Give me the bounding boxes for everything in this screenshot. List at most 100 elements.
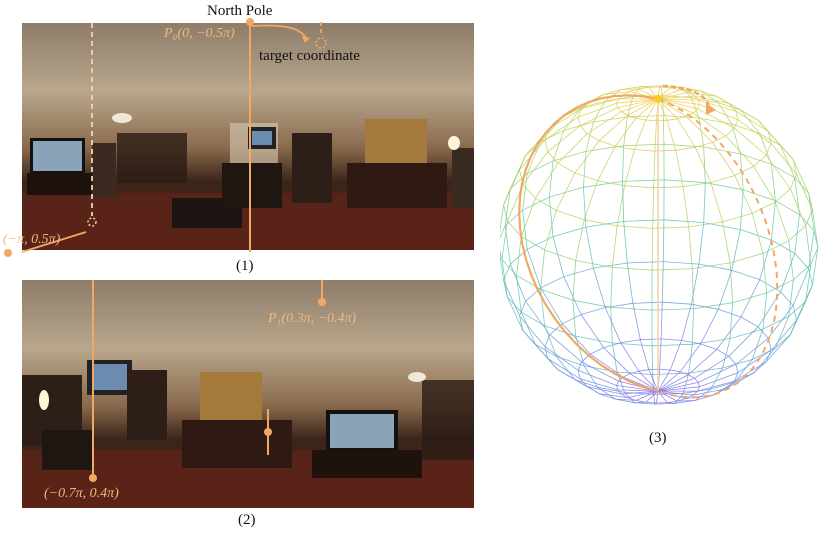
sphere-longitude-segment [632,303,641,340]
sphere-latitude-segment [697,104,700,110]
sphere-longitude-segment [585,227,594,269]
sphere-longitude-segment [765,155,791,189]
sphere-latitude-segment [762,316,789,330]
sphere-latitude-segment [617,225,653,229]
sphere-longitude-segment [790,301,806,335]
sphere-longitude-segment [657,98,698,110]
sphere-latitude-segment [735,364,739,373]
sphere-longitude-segment [729,262,733,303]
sphere-longitude-segment [645,98,659,121]
sphere-latitude-segment [621,393,628,398]
sphere-latitude-segment [521,236,545,251]
sphere-longitude-segment [525,301,551,335]
sphere-latitude-segment [544,325,576,337]
sphere-latitude-segment [654,402,676,405]
sphere-longitude-segment [753,347,776,374]
sphere-longitude-segment [675,150,684,187]
sphere-longitude-segment [688,344,693,374]
sphere-latitude-segment [792,305,797,321]
sphere-longitude-segment [805,225,812,265]
sphere-longitude-segment [691,97,700,119]
sphere-latitude-segment [740,153,772,165]
sphere-latitude-segment [716,349,729,357]
caption-3: (3) [649,430,667,446]
sphere-longitude-segment [572,300,577,337]
sphere-longitude-segment [717,270,733,310]
sphere-latitude-segment [584,219,618,227]
sphere-longitude-segment [653,151,656,188]
sphere-longitude-segment [808,230,815,269]
sphere-longitude-segment [522,173,528,211]
sphere-longitude-segment [657,98,678,120]
sphere-latitude-segment [519,315,524,331]
sphere-longitude-segment [725,135,754,167]
sphere-latitude-segment [552,226,587,237]
north-pole-label: North Pole [207,3,273,19]
sphere-longitude-segment [792,159,810,194]
sphere-longitude-segment [681,304,692,341]
sphere-longitude-segment [796,285,813,321]
sphere-longitude-segment [682,186,690,228]
target-marker [315,37,327,49]
sphere-latitude-segment [740,229,772,241]
sphere-latitude-segment [688,221,723,228]
sphere-longitude-segment [577,369,617,386]
sphere-latitude-segment [688,367,723,374]
sphere-longitude-segment [734,359,753,383]
sphere-longitude-segment [635,98,659,119]
sphere-longitude-segment [548,197,554,237]
sphere-latitude-segment [718,102,742,111]
sphere-latitude-segment [663,261,699,265]
sphere-longitude-segment [526,141,542,174]
sphere-latitude-segment [694,95,699,101]
sphere-longitude-segment [788,240,794,280]
sphere-latitude-segment [617,389,622,395]
sphere-longitude-segment [593,267,606,308]
sphere-latitude-segment [544,346,549,359]
sphere-longitude-segment [583,180,599,220]
sphere-latitude-segment [603,89,621,95]
tv-screen [33,141,82,171]
sphere-latitude-segment [663,143,704,148]
sphere-longitude-segment [739,189,744,230]
sphere-longitude-segment [552,130,565,162]
sphere-latitude-segment [638,369,649,372]
sphere-longitude-segment [648,369,659,392]
sphere-longitude-segment [697,108,735,129]
north-pole-dot [246,18,254,26]
sphere-latitude-segment [732,292,767,304]
sphere-longitude-segment [691,308,694,345]
sphere-longitude-segment [657,98,699,101]
sphere-latitude-segment [775,200,800,215]
sphere-latitude-segment [577,108,582,118]
sphere-longitude-segment [692,388,726,396]
sphere-latitude-segment [629,370,639,375]
sphere-latitude-segment [728,356,737,365]
sphere-longitude-segment [581,98,619,110]
sphere-longitude-segment [522,210,528,250]
sphere-latitude-segment [500,248,503,260]
sphere-latitude-segment [662,95,692,98]
sphere-longitude-segment [735,337,769,365]
sphere-latitude-segment [691,97,719,104]
sphere-longitude-segment [695,388,712,401]
sphere-longitude-segment [771,164,776,201]
sphere-latitude-segment [621,111,628,116]
sphere-latitude-segment [662,301,692,305]
sphere-longitude-segment [774,201,790,241]
sphere-latitude-segment [635,117,646,121]
sphere-latitude-segment [794,253,809,270]
sphere-longitude-segment [698,99,737,112]
sphere-longitude-segment [691,264,700,305]
sphere-longitude-segment [657,98,694,114]
sphere-longitude-segment [770,319,797,351]
sphere-longitude-segment [654,402,657,405]
sphere-longitude-segment [621,390,659,395]
sphere-longitude-segment [694,147,712,183]
sphere-longitude-segment [501,259,508,297]
sphere-longitude-segment [765,334,791,363]
sphere-longitude-segment [710,182,723,223]
sphere-latitude-segment [661,338,682,341]
sphere-longitude-segment [603,347,631,374]
sphere-longitude-segment [557,133,588,164]
